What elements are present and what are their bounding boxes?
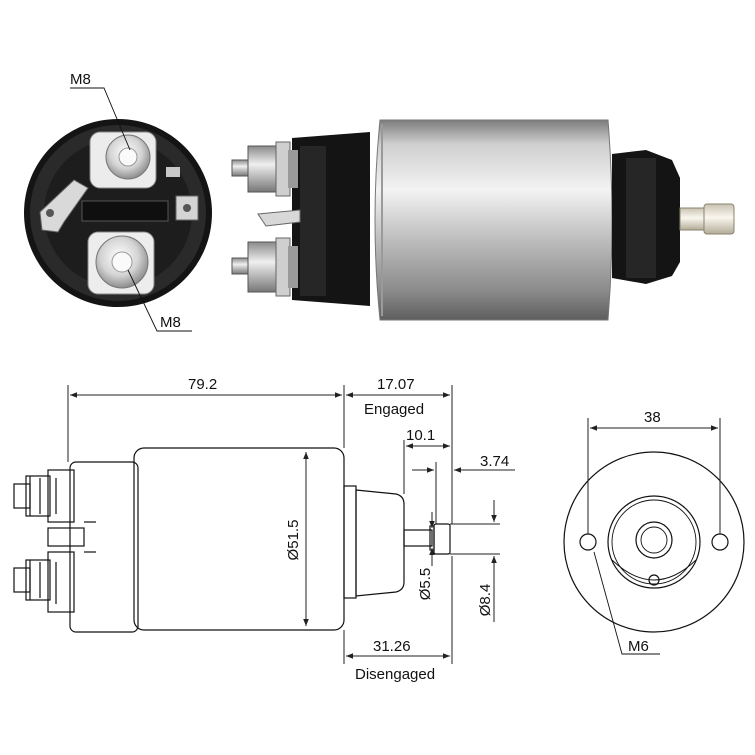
lower-thread-leader [127, 269, 192, 332]
engaged-travel-value: 17.07 [377, 376, 415, 393]
pin-length-value: 3.74 [480, 453, 509, 470]
plunger-step-value: 10.1 [406, 427, 435, 444]
upper-thread-label: M8 [70, 71, 91, 88]
overall-length-value: 79.2 [188, 376, 217, 393]
left-mount-hole [579, 533, 597, 551]
disengaged-travel-value: 31.26 [373, 638, 411, 655]
hole-spacing-value: 38 [644, 409, 661, 426]
lower-terminal-stud [87, 231, 155, 295]
disengaged-label: Disengaged [355, 666, 435, 683]
side-elevation [13, 447, 451, 633]
end-view-photo [24, 119, 212, 307]
mount-thread-leader [593, 551, 660, 655]
shaft-diameter-value: Ø5.5 [417, 568, 434, 601]
upper-thread-leader [70, 87, 131, 151]
right-mount-hole [711, 533, 729, 551]
side-view-photo [231, 119, 735, 321]
engaged-label: Engaged [364, 401, 424, 418]
body-diameter-value: Ø51.5 [285, 520, 302, 561]
upper-terminal-stud [89, 131, 157, 189]
upper-stud-photo [231, 141, 298, 197]
front-view [563, 451, 745, 633]
pin-diameter-value: Ø8.4 [477, 584, 494, 617]
lower-stud-photo [231, 237, 298, 297]
mount-thread-label: M6 [628, 638, 649, 655]
lower-thread-label: M8 [160, 314, 181, 331]
